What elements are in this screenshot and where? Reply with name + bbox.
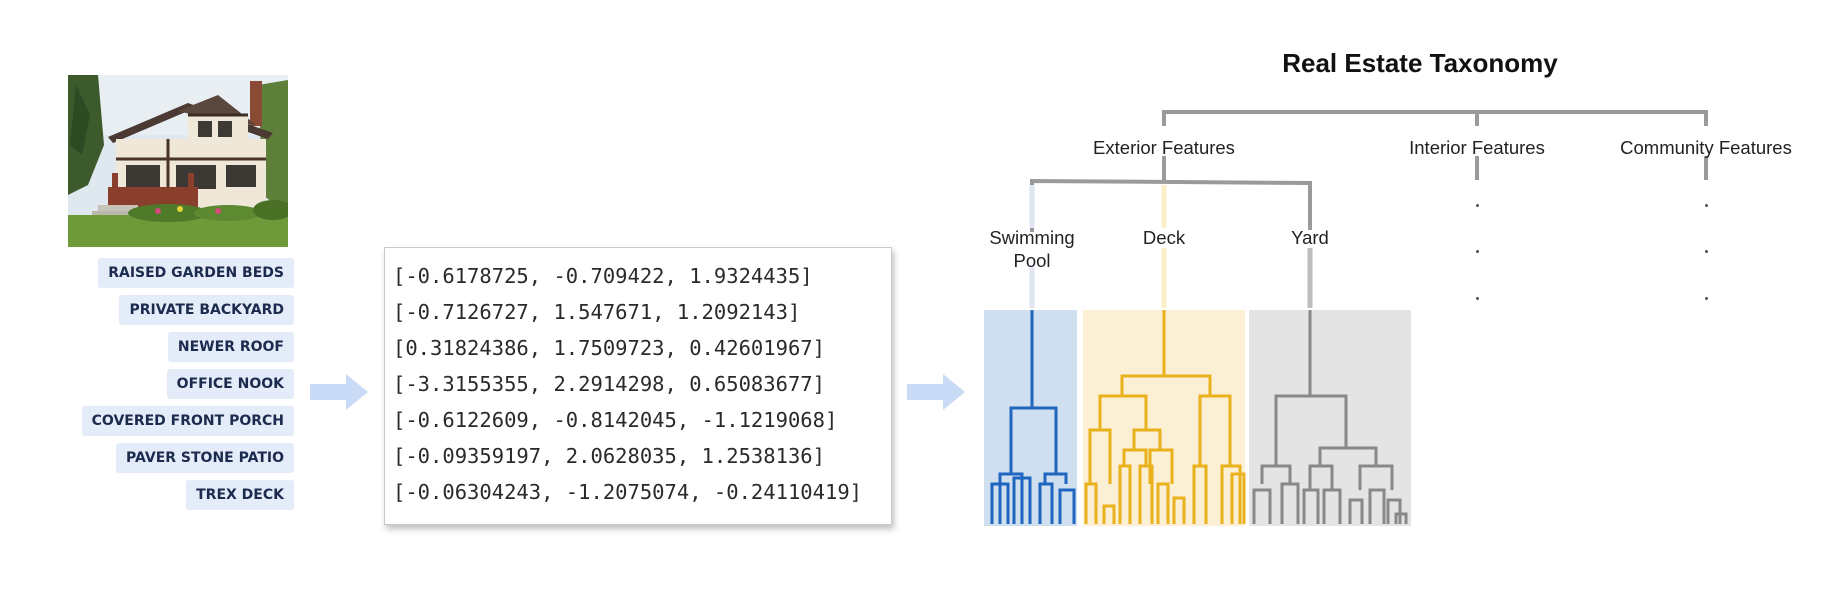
yard-dendrogram (1252, 310, 1408, 524)
embedding-vector-row: [-0.6178725, -0.709422, 1.9324435] (393, 264, 813, 288)
feature-tag: COVERED FRONT PORCH (81, 406, 294, 436)
ellipsis-dot (1476, 297, 1479, 300)
feature-tag: RAISED GARDEN BEDS (98, 258, 294, 288)
subcategory-swimming-pool: Swimming Pool (989, 227, 1075, 271)
embedding-vector-row: [-0.6122609, -0.8142045, -1.1219068] (393, 408, 838, 432)
subcategory-yard: Yard (1291, 227, 1329, 248)
feature-tag: TREX DECK (186, 480, 294, 510)
embedding-vector-row: [-3.3155355, 2.2914298, 0.65083677] (393, 372, 825, 396)
feature-tag: NEWER ROOF (167, 332, 294, 362)
embedding-vector-row: [0.31824386, 1.7509723, 0.42601967] (393, 336, 825, 360)
feature-tag: PRIVATE BACKYARD (119, 295, 294, 325)
arrow-right-icon (907, 374, 965, 410)
embedding-vector-row: [-0.09359197, 2.0628035, 1.2538136] (393, 444, 825, 468)
house-illustration (68, 75, 288, 247)
yard-cluster-background (1249, 310, 1411, 526)
embedding-vector-row: [-0.06304243, -1.2075074, -0.24110419] (393, 480, 862, 504)
ellipsis-dot (1705, 297, 1708, 300)
pool-dendrogram (990, 310, 1076, 524)
embedding-vector-panel: [-0.6178725, -0.709422, 1.9324435] [-0.7… (384, 247, 892, 525)
taxonomy-top-branches (1030, 110, 1708, 232)
arrow-right-icon (310, 374, 368, 410)
taxonomy-title: Real Estate Taxonomy (1282, 48, 1558, 78)
category-exterior-features: Exterior Features (1093, 137, 1235, 158)
embedding-vector-row: [-0.7126727, 1.547671, 1.2092143] (393, 300, 801, 324)
category-interior-features: Interior Features (1409, 137, 1545, 158)
subcategory-deck: Deck (1142, 227, 1186, 248)
ellipsis-dot (1705, 204, 1708, 207)
ellipsis-dot (1705, 250, 1708, 253)
deck-dendrogram (1084, 310, 1246, 524)
ellipsis-dot (1476, 250, 1479, 253)
feature-tag: PAVER STONE PATIO (116, 443, 294, 473)
house-photo (68, 75, 288, 247)
feature-tag: OFFICE NOOK (166, 369, 294, 399)
ellipsis-dot (1476, 204, 1479, 207)
category-community-features: Community Features (1620, 137, 1792, 158)
